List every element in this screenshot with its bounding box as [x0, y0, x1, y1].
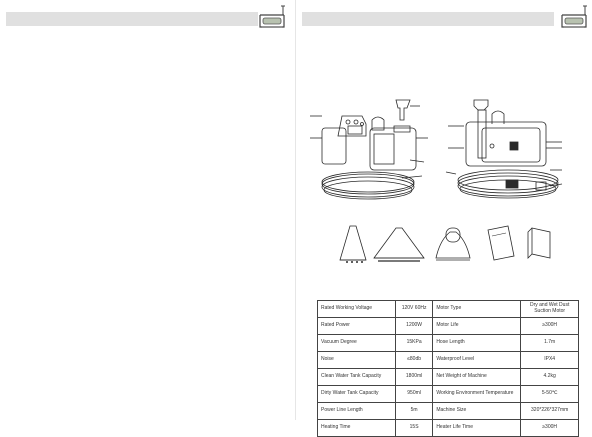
brush-rule-icon [561, 5, 587, 28]
header-bar [302, 12, 554, 26]
spec-value: 5-50℃ [520, 385, 579, 403]
front-view-machine [310, 99, 428, 200]
wide-nozzle-icon [373, 227, 425, 262]
spec-label: Net Weight of Machine [432, 368, 522, 386]
upholstery-tool-icon [435, 227, 471, 261]
spec-value: IPX4 [520, 351, 579, 369]
spec-value: ≥300H [520, 317, 579, 335]
warranty-card-icon [527, 227, 551, 259]
spec-label: Heater Life Time [432, 419, 522, 437]
spec-label: Power Line Length [317, 402, 396, 420]
accessories-row [339, 225, 551, 263]
spec-label: Rated Power [317, 317, 396, 335]
spec-value: 1800ml [394, 368, 434, 386]
spec-label: Clean Water Tank Capacity [317, 368, 396, 386]
spec-value: 1.7m [520, 334, 579, 352]
spec-value: Dry and Wet Dust Suction Motor [520, 300, 579, 318]
spec-value: 1200W [394, 317, 434, 335]
spec-value: 15S [394, 419, 434, 437]
spec-label: Noise [317, 351, 396, 369]
product-diagram [310, 99, 563, 200]
spec-value: 120V 60Hz [394, 300, 434, 318]
spec-label: Heating Time [317, 419, 396, 437]
spec-label: Dirty Water Tank Capacity [317, 385, 396, 403]
spec-value: ≤80db [394, 351, 434, 369]
page-gutter [295, 0, 296, 420]
spec-label: Rated Working Voltage [317, 300, 396, 318]
spec-value: 15KPa [394, 334, 434, 352]
narrow-nozzle-icon [339, 225, 367, 263]
side-view-machine [445, 99, 563, 199]
spec-value: 4.2kg [520, 368, 579, 386]
left-page [0, 0, 296, 420]
spec-value: 950ml [394, 385, 434, 403]
spec-label: Machine Size [432, 402, 522, 420]
spec-label: Hose Length [432, 334, 522, 352]
spec-value: 320*226*327mm [520, 402, 579, 420]
spec-label: Motor Type [432, 300, 522, 318]
spec-label: Waterproof Level [432, 351, 522, 369]
spec-value: ≥300H [520, 419, 579, 437]
spec-label: Vacuum Degree [317, 334, 396, 352]
spec-label: Motor Life [432, 317, 522, 335]
spec-label: Working Environment Temperature [432, 385, 522, 403]
spec-value: 5m [394, 402, 434, 420]
manual-booklet-icon [487, 225, 515, 261]
header-bar [6, 12, 258, 26]
brush-rule-icon [259, 5, 285, 28]
